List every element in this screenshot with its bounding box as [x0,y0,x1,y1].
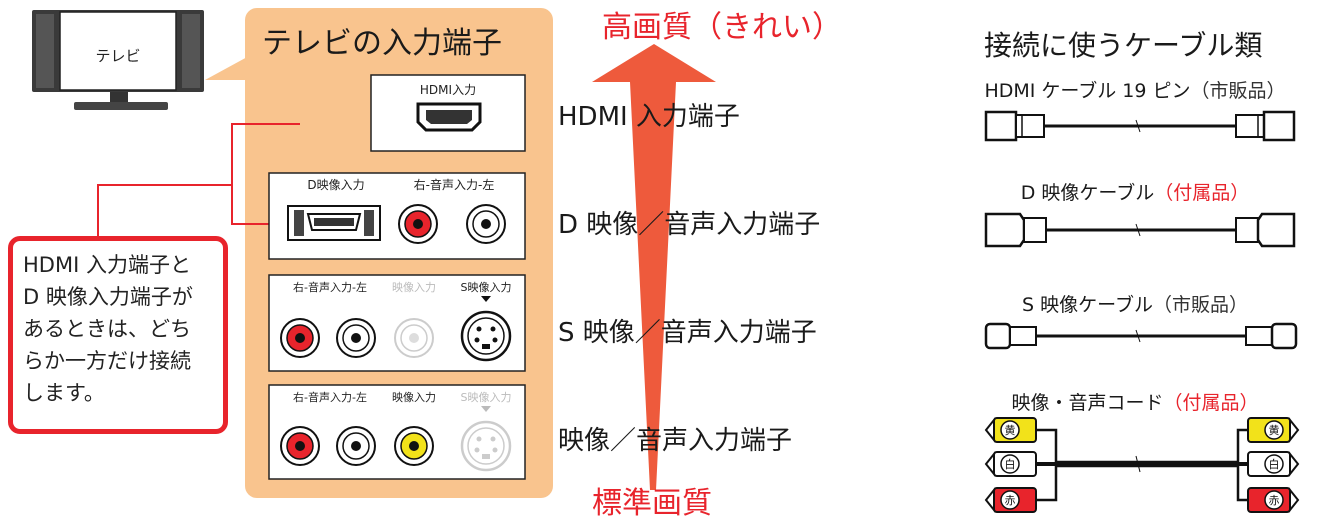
white-plug-left-icon: 白 [984,451,1037,477]
s-video-jack-disabled-icon [460,420,512,472]
red-plug-left-icon: 赤 [984,487,1037,513]
audio-right-jack-icon [280,318,320,358]
d-video-label: D映像入力 [307,178,364,192]
audio-left-jack-icon [466,204,506,244]
terminal-label-s: S 映像／音声入力端子 [558,318,817,348]
cable-hdmi-label: HDMI ケーブル 19 ピン（市販品） [984,80,1286,102]
audio-right-jack-icon [280,426,320,466]
hdmi-label: HDMI入力 [420,83,476,97]
s-cable-icon [984,322,1298,350]
quality-arrow-icon [592,44,716,490]
tv-label: テレビ [95,47,140,65]
d-cable-icon [984,212,1296,248]
tv-icon: テレビ [32,10,204,110]
svg-text:白: 白 [1269,457,1280,471]
callout-connector [97,123,300,238]
cable-s-label: S 映像ケーブル（市販品） [1022,294,1248,316]
red-plug-right-icon: 赤 [1247,487,1300,513]
video-yellow-jack-icon [394,426,434,466]
s-video-jack-icon [460,310,512,362]
s-video-label: S映像入力 [461,281,512,294]
note-box: HDMI 入力端子と D 映像入力端子が あるときは、どち らか一方だけ接続 し… [8,236,228,434]
hdmi-cable-icon [984,110,1296,142]
cable-av-note: （付属品） [1163,392,1259,414]
d-audio-label: 右-音声入力-左 [414,177,495,192]
s-video-group: 右-音声入力-左 映像入力 S映像入力 [268,274,526,372]
s-audio-label: 右-音声入力-左 [293,280,367,294]
cable-av-label: 映像・音声コード（付属品） [1011,392,1259,414]
video-jack-disabled-icon [394,318,434,358]
c-audio-label: 右-音声入力-左 [293,390,367,404]
terminal-label-hdmi: HDMI 入力端子 [558,102,740,132]
terminal-label-d: D 映像／音声入力端子 [558,210,821,240]
av-cable-icon: 黄 白 赤 黄 白 赤 [984,417,1300,513]
cable-hdmi-note: （市販品） [1190,80,1286,102]
svg-text:黄: 黄 [1269,423,1280,437]
standard-quality-label: 標準画質 [592,486,712,521]
d-connector-icon [287,205,381,241]
note-text: HDMI 入力端子と D 映像入力端子が あるときは、どち らか一方だけ接続 し… [23,253,193,405]
audio-left-jack-icon [336,426,376,466]
s-composite-label: 映像入力 [392,281,436,294]
svg-text:赤: 赤 [1269,494,1280,507]
c-video-label: 映像入力 [392,391,436,404]
audio-left-jack-icon [336,318,376,358]
white-plug-right-icon: 白 [1247,451,1300,477]
composite-group: 右-音声入力-左 映像入力 S映像入力 [268,384,526,480]
svg-text:白: 白 [1005,457,1016,471]
cable-d-label: D 映像ケーブル（付属品） [1020,182,1250,204]
high-quality-label: 高画質（きれい） [602,10,842,45]
panel-title: テレビの入力端子 [262,26,502,61]
yellow-plug-left-icon: 黄 [984,417,1037,443]
audio-right-jack-icon [398,204,438,244]
cables-title: 接続に使うケーブル類 [984,29,1263,62]
yellow-plug-right-icon: 黄 [1247,417,1300,443]
c-s-video-label: S映像入力 [461,391,512,404]
svg-text:黄: 黄 [1005,423,1016,437]
terminal-label-composite: 映像／音声入力端子 [558,426,793,456]
d-video-group: D映像入力 右-音声入力-左 [268,172,526,260]
cable-d-note: （付属品） [1154,182,1250,204]
hdmi-terminal: HDMI入力 [370,74,526,152]
cable-s-note: （市販品） [1152,294,1248,316]
svg-text:赤: 赤 [1005,494,1016,507]
